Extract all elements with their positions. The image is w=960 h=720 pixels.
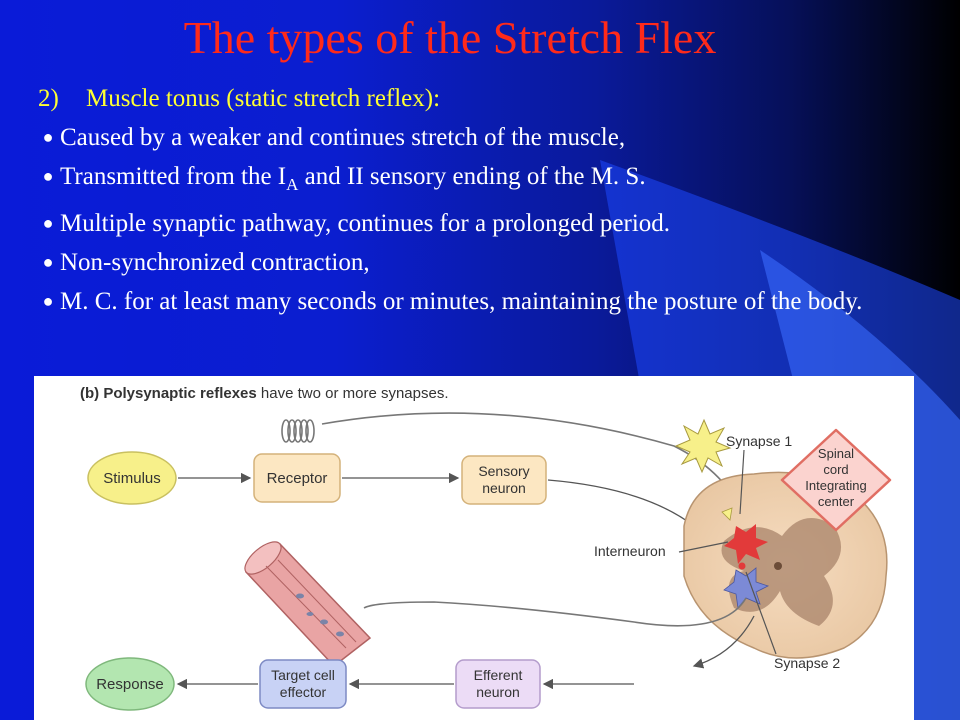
bullet-text: Multiple synaptic pathway, continues for… <box>60 210 671 237</box>
reflex-diagram: (b) Polysynaptic reflexes have two or mo… <box>34 376 914 720</box>
integrating-center-label-2: cord <box>823 462 848 477</box>
integrating-center-diamond <box>780 428 892 532</box>
arrow-sensory-cord <box>547 479 696 527</box>
bullet-dot-icon: ● <box>42 213 54 233</box>
interneuron-cell <box>724 524 768 564</box>
synapse1-terminal <box>721 507 733 521</box>
efferent-neuron-label-2: neuron <box>476 684 520 700</box>
bullet-text: Transmitted from the I <box>60 163 287 190</box>
bullet-item: ● Multiple synaptic pathway, continues fo… <box>36 204 896 243</box>
efferent-fiber <box>363 597 747 627</box>
efferent-neuron-node <box>455 659 541 709</box>
sensory-neuron-label-1: Sensory <box>478 463 529 479</box>
bullet-dot-icon: ● <box>42 252 54 272</box>
receptor-label: Receptor <box>267 470 328 487</box>
target-cell-node <box>259 659 347 709</box>
integrating-center-label-4: center <box>818 494 855 509</box>
bullet-list: ● Caused by a weaker and continues stretc… <box>36 118 896 321</box>
bullet-text-tail: and II sensory ending of the M. S. <box>298 163 646 190</box>
efferent-neuron-label-1: Efferent <box>474 667 523 683</box>
sensory-neuron-label-2: neuron <box>482 480 526 496</box>
diagram-heading: (b) Polysynaptic reflexes have two or mo… <box>80 385 449 402</box>
response-label: Response <box>96 676 164 693</box>
synapse2-terminal <box>738 562 746 570</box>
receptor-node <box>253 453 341 503</box>
central-canal <box>774 562 782 570</box>
muscle-fiber-icon <box>244 541 372 668</box>
stimulus-node <box>87 451 177 505</box>
integrating-center-label-1: Spinal <box>818 446 854 461</box>
integrating-center-label-3: Integrating <box>805 478 866 493</box>
bullet-item: ● M. C. for at least many seconds or minu… <box>36 282 896 321</box>
bullet-dot-icon: ● <box>42 291 54 311</box>
bullet-dot-icon: ● <box>42 166 54 186</box>
synapse2-label: Synapse 2 <box>774 655 840 671</box>
bullet-subscript: A <box>286 175 299 194</box>
bullet-item: ● Caused by a weaker and continues stretc… <box>36 118 896 157</box>
motor-neuron-cell <box>723 567 770 609</box>
slide-title: The types of the Stretch Flex <box>183 12 717 63</box>
bullet-text: M. C. for at least many seconds or minut… <box>60 288 863 315</box>
bullet-text: Caused by a weaker and continues stretch… <box>60 124 626 151</box>
receptor-coil-icon <box>281 419 315 443</box>
subtitle-text: Muscle tonus (static stretch reflex): <box>86 85 441 112</box>
target-cell-label-2: effector <box>280 684 327 700</box>
bullet-item: ● Transmitted from the IA and II sensory … <box>36 157 896 204</box>
starburst-icon <box>674 418 732 474</box>
bullet-text: Non-synchronized contraction, <box>60 249 370 276</box>
synapse2-pointer <box>745 571 777 655</box>
subtitle-number: 2) <box>38 85 59 112</box>
stimulus-label: Stimulus <box>103 470 161 487</box>
slide-subtitle: 2) Muscle tonus (static stretch reflex): <box>38 82 440 116</box>
sensory-neuron-node <box>461 455 547 505</box>
interneuron-label: Interneuron <box>594 543 666 559</box>
bullet-dot-icon: ● <box>42 127 54 147</box>
synapse1-label: Synapse 1 <box>726 433 792 449</box>
bullet-item: ● Non-synchronized contraction, <box>36 243 896 282</box>
reflex-diagram-svg: (b) Polysynaptic reflexes have two or mo… <box>80 385 892 711</box>
arrow-cord-efferent <box>692 615 755 669</box>
synapse1-pointer <box>739 449 745 515</box>
response-node <box>85 657 175 711</box>
interneuron-pointer <box>678 541 729 553</box>
target-cell-label-1: Target cell <box>271 667 335 683</box>
